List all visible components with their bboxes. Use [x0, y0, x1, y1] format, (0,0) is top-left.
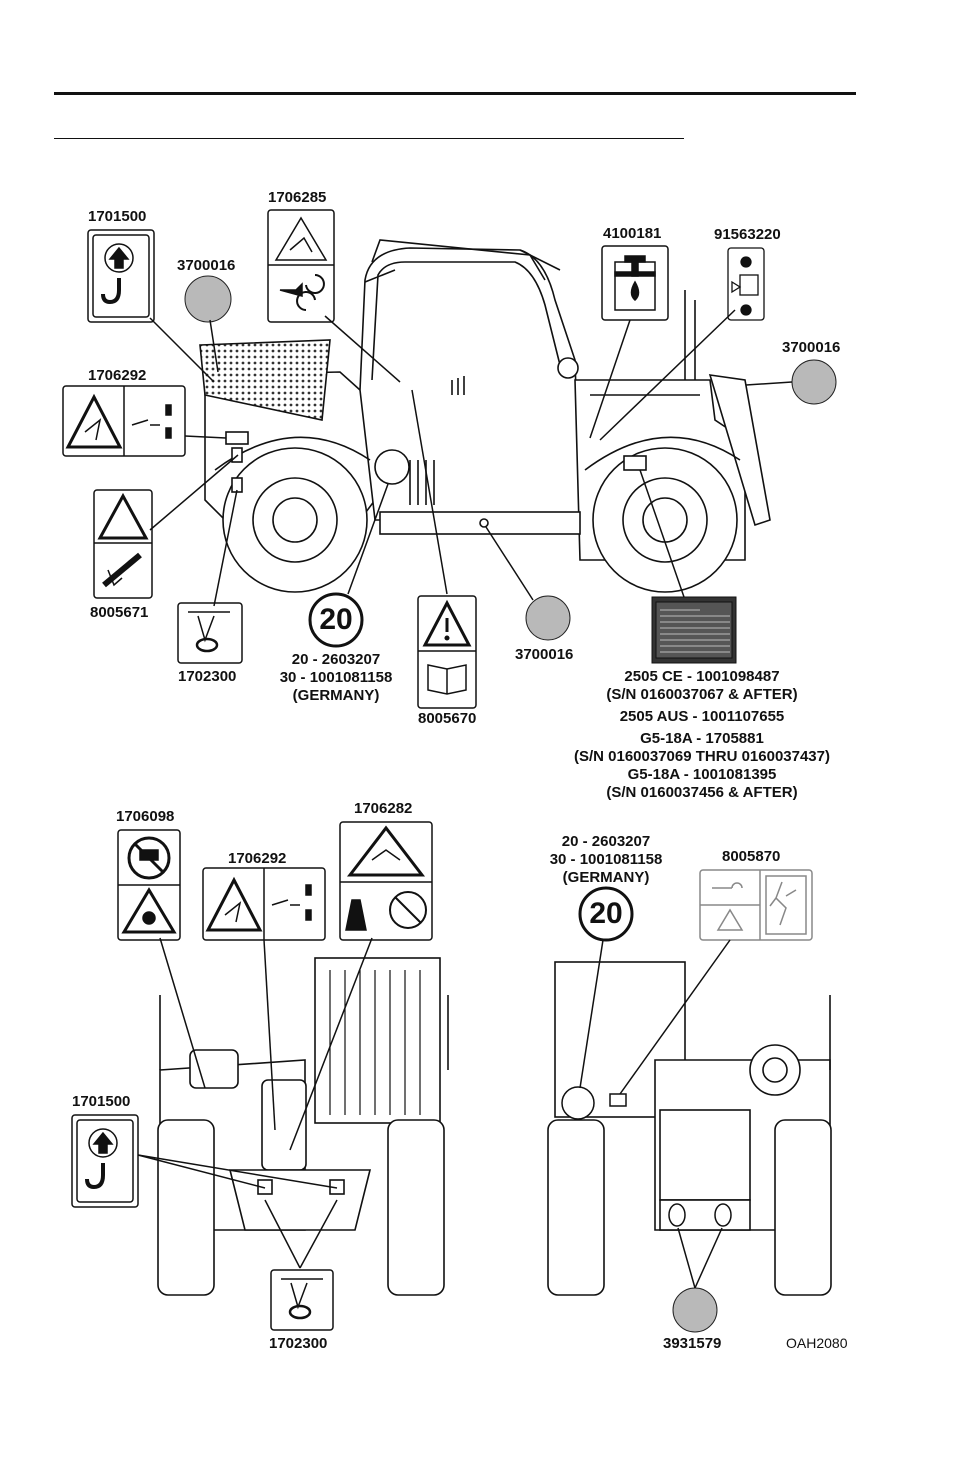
- decal-1702300-side: [177, 602, 243, 664]
- badge-20-rear: [578, 886, 634, 942]
- decal-3700016-top-circle: [184, 275, 232, 323]
- label-1706285: 1706285: [268, 189, 327, 206]
- decal-3700016-right-circle: [791, 359, 837, 405]
- decal-8005870-location: [609, 1093, 627, 1107]
- label-1702300-front: 1702300: [269, 1335, 328, 1352]
- front-view-machine: [157, 957, 449, 1296]
- decal-8005670: [417, 595, 477, 709]
- decal-1706285: [267, 209, 335, 323]
- label-1701500-side: 1701500: [88, 208, 147, 225]
- label-1706098: 1706098: [116, 808, 175, 825]
- decal-1706292-side: [62, 385, 186, 457]
- decal-91563220: [727, 247, 765, 321]
- decal-1701500-side: [87, 229, 155, 323]
- badge-20-side: [308, 592, 364, 648]
- decal-1706098: [117, 829, 181, 941]
- front-leader-lines: [137, 937, 373, 1269]
- label-8005671: 8005671: [90, 604, 149, 621]
- rear-view-machine: [547, 961, 832, 1296]
- rear-leader-lines: [579, 939, 731, 1289]
- label-1702300-side: 1702300: [178, 668, 237, 685]
- label-91563220: 91563220: [714, 226, 781, 243]
- badge-20-rear-text: 20 - 2603207 30 - 1001081158 (GERMANY): [549, 833, 663, 886]
- label-4100181: 4100181: [603, 225, 662, 242]
- top-rule: [54, 92, 856, 95]
- decal-4100181: [601, 245, 669, 321]
- label-8005870: 8005870: [722, 848, 781, 865]
- label-3700016-top: 3700016: [177, 257, 236, 274]
- decal-1706282: [339, 821, 433, 941]
- decal-8005870: [699, 869, 813, 941]
- label-3700016-right: 3700016: [782, 339, 841, 356]
- label-3700016-bottom: 3700016: [515, 646, 574, 663]
- side-leader-lines: [149, 309, 793, 607]
- decal-3931579-circle: [672, 1287, 718, 1333]
- badge-20-rear-location: [561, 1086, 595, 1120]
- label-8005670: 8005670: [418, 710, 477, 727]
- side-view-machine: [199, 239, 771, 593]
- label-1706292-side: 1706292: [88, 367, 147, 384]
- decal-1701500-front: [71, 1114, 139, 1208]
- data-plate: [651, 596, 737, 664]
- decal-3700016-bottom-circle: [525, 595, 571, 641]
- data-plate-part-numbers: 2505 CE - 1001098487 (S/N 0160037067 & A…: [573, 668, 830, 801]
- decal-1706292-front: [202, 867, 326, 941]
- decal-8005671: [93, 489, 153, 599]
- label-1706282: 1706282: [354, 800, 413, 817]
- label-1701500-front: 1701500: [72, 1093, 131, 1110]
- label-1706292-front: 1706292: [228, 850, 287, 867]
- badge-20-rear-number: 20: [589, 897, 623, 930]
- label-3931579: 3931579: [663, 1335, 722, 1352]
- decal-1702300-front: [270, 1269, 334, 1331]
- badge-20-side-number: 20: [319, 603, 353, 636]
- badge-20-side-text: 20 - 2603207 30 - 1001081158 (GERMANY): [279, 651, 393, 704]
- figure-code: OAH2080: [786, 1335, 848, 1351]
- section-rule: [54, 138, 684, 139]
